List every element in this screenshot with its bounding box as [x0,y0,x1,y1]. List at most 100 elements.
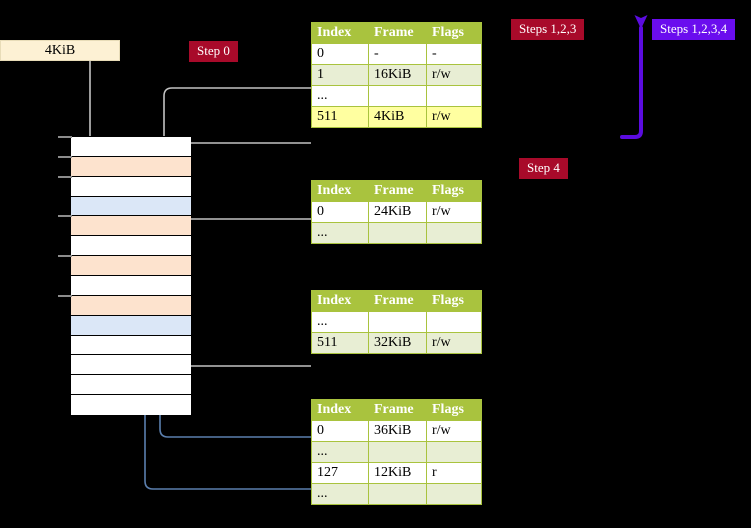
table-cell [426,85,482,107]
wire-table3-row0-to-memory [159,332,311,438]
table-row: ... [311,483,482,505]
table-cell: 36KiB [368,420,427,442]
memory-row [71,176,191,197]
wire-memory-to-table2-row511 [176,302,311,367]
table-cell: - [426,43,482,65]
table-cell: 0 [311,43,369,65]
table-cell [368,85,427,107]
table-cell: 0 [311,420,369,442]
table-cell: 1 [311,64,369,86]
table-cell: 32KiB [368,332,427,354]
column-header: Flags [426,290,482,312]
memory-row [71,156,191,177]
memory-row-tick [58,175,72,178]
table-cell: 24KiB [368,201,427,223]
memory-row [71,395,191,415]
table-row: 0-- [311,43,482,65]
badge-steps-1-2-3-label: Steps 1,2,3 [519,21,577,36]
table-cell [426,222,482,244]
table-cell: 127 [311,462,369,484]
table-cell [426,441,482,463]
column-header: Index [311,180,369,202]
table-cell: 4KiB [368,106,427,128]
column-header: Frame [368,290,427,312]
memory-row [71,276,191,296]
memory-row [71,137,191,157]
top-size-box: 4KiB [0,40,120,61]
table-cell: ... [311,85,369,107]
badge-steps-1-2-3-4: Steps 1,2,3,4 [652,19,736,40]
badge-step-0-label: Step 0 [197,43,230,58]
table-cell [368,311,427,333]
column-header: Index [311,399,369,421]
table-cell: r/w [426,64,482,86]
table-row: ... [311,85,482,107]
table-cell: r/w [426,332,482,354]
table-cell: r/w [426,420,482,442]
table-cell [368,483,427,505]
badge-steps-1-2-3: Steps 1,2,3 [511,19,585,40]
wire-table1-row0-to-memory [174,218,311,263]
badge-steps-1-2-3-4-label: Steps 1,2,3,4 [660,21,728,36]
table-cell: - [368,43,427,65]
wire-table0-row1-to-memory [162,87,311,155]
table-cell [368,441,427,463]
memory-row [71,236,191,257]
memory-row-tick [58,136,72,138]
column-header: Frame [368,180,427,202]
table-row: ... [311,222,482,244]
wire-purple-bracket [620,15,648,139]
memory-row [71,256,191,276]
memory-row [71,216,191,237]
memory-row [71,295,191,316]
memory-column [70,136,191,415]
memory-row [71,355,191,376]
memory-row [71,315,191,336]
table-cell: 12KiB [368,462,427,484]
memory-row [71,375,191,396]
table-cell: ... [311,311,369,333]
top-size-label: 4KiB [44,43,76,58]
table-cell: 0 [311,201,369,223]
column-header: Index [311,290,369,312]
table-cell [368,222,427,244]
memory-row-tick [58,215,72,218]
column-header: Flags [426,22,482,44]
table-row: ... [311,311,482,333]
table-cell [426,311,482,333]
table-cell: 511 [311,106,369,128]
table-cell [426,483,482,505]
column-header: Index [311,22,369,44]
column-header: Flags [426,180,482,202]
table-cell: ... [311,441,369,463]
column-header: Frame [368,399,427,421]
memory-row-tick [58,255,72,258]
column-header: Flags [426,399,482,421]
memory-row [71,196,191,217]
wire-table3-row127-to-memory [144,210,311,490]
column-header: Frame [368,22,427,44]
memory-row [71,335,191,356]
table-cell: ... [311,483,369,505]
badge-step-0: Step 0 [189,41,238,62]
badge-step-4-label: Step 4 [527,160,560,175]
table-cell: 511 [311,332,369,354]
wire-table0-row511-to-memory [170,142,311,166]
table-cell: 16KiB [368,64,427,86]
table-cell: ... [311,222,369,244]
table-cell: r/w [426,201,482,223]
memory-row-tick [58,155,72,158]
table-row: ... [311,441,482,463]
memory-row-tick [58,294,72,297]
